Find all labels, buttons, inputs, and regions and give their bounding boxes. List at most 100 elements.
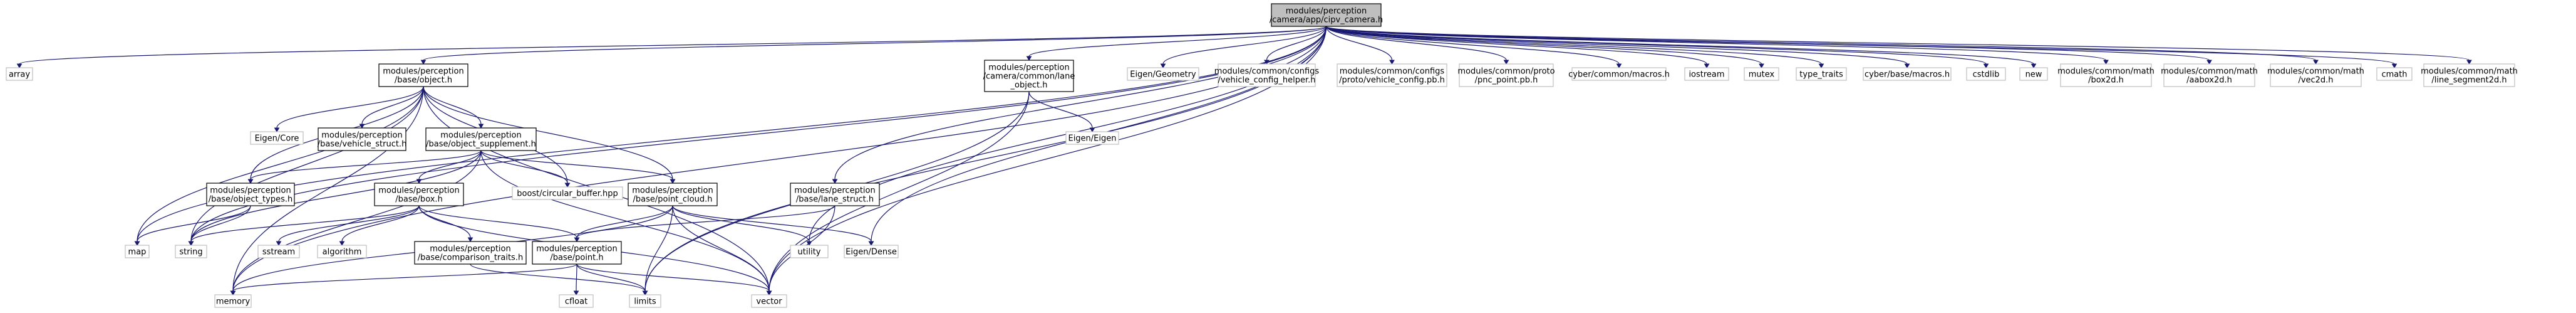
node-label: /base/box.h [395, 195, 443, 204]
node-label: /box2d.h [2088, 76, 2124, 85]
node-label: _object.h [1010, 81, 1048, 90]
edge-line [1325, 26, 1987, 65]
node-lane-object[interactable]: modules/perception/camera/common/lane_ob… [983, 60, 1075, 92]
node-label: Eigen/Geometry [1130, 70, 1196, 80]
node-box2d: modules/common/math/box2d.h [2057, 63, 2154, 87]
node-box [6, 67, 33, 81]
edge-object_types-to-map [134, 205, 251, 246]
node-label: cmath [2381, 70, 2407, 80]
node-object-types[interactable]: modules/perception/base/object_types.h [206, 183, 295, 206]
arrowhead-icon [274, 127, 280, 132]
node-limits: limits [629, 294, 661, 308]
node-label: modules/perception [210, 186, 291, 196]
edge-root-to-lane_struct [832, 26, 1327, 184]
node-algorithm: algorithm [317, 245, 367, 258]
node-label: /base/object_types.h [209, 195, 293, 204]
node-object-supplement[interactable]: modules/perception/base/object_supplemen… [425, 127, 537, 151]
node-label: new [2025, 70, 2042, 80]
edge-root-to-aabox2d [1325, 26, 2212, 65]
node-box [378, 63, 468, 87]
edge-line [1325, 26, 1507, 61]
node-point-cloud[interactable]: modules/perception/base/point_cloud.h [628, 183, 718, 206]
node-lane-struct[interactable]: modules/perception/base/lane_struct.h [790, 183, 880, 206]
node-point[interactable]: modules/perception/base/point.h [532, 241, 622, 265]
node-vehicle-config-pb: modules/common/configs/proto/vehicle_con… [1337, 63, 1447, 87]
node-label: modules/common/math [2267, 67, 2364, 77]
node-label: string [179, 248, 202, 257]
node-new: new [2019, 67, 2048, 81]
node-box [1796, 67, 1847, 81]
node-utility: utility [790, 245, 829, 258]
edge-line [137, 86, 424, 242]
edge-root-to-vehicle_config_pb [1325, 26, 1395, 65]
node-label: algorithm [323, 248, 362, 257]
node-label: modules/perception [988, 63, 1069, 73]
edge-point_cloud-to-eigen_dense [672, 205, 874, 246]
edge-lane_object-to-vector [766, 91, 1030, 295]
node-box [628, 183, 718, 206]
node-box [532, 241, 622, 265]
node-label: /base/vehicle_struct.h [318, 140, 407, 149]
node-pnc-point-pb: modules/common/proto/pnc_point.pb.h [1457, 63, 1555, 87]
node-label: modules/common/configs [1214, 67, 1320, 77]
node-vehicle-struct[interactable]: modules/perception/base/vehicle_struct.h [318, 127, 407, 151]
node-label: /camera/app/cipv_camera.h [1270, 16, 1383, 25]
node-box[interactable]: modules/perception/base/box.h [374, 183, 464, 206]
edge-object_supplement-to-boost_circular [480, 150, 571, 188]
node-label: /base/point.h [550, 253, 603, 263]
edge-root-to-array [16, 26, 1327, 68]
arrowhead-icon [832, 179, 838, 184]
node-label: /vec2d.h [2298, 76, 2333, 85]
arrowhead-icon [1704, 63, 1710, 68]
arrowhead-icon [1026, 56, 1032, 61]
edge-line [190, 86, 424, 242]
arrowhead-icon [467, 237, 473, 242]
arrowhead-icon [188, 241, 194, 246]
arrowhead-icon [1089, 127, 1095, 132]
node-boost-circular: boost/circular_buffer.hpp [512, 186, 623, 200]
node-label: /aabox2d.h [2186, 76, 2232, 85]
node-label: memory [216, 297, 251, 307]
arrowhead-icon [1616, 63, 1622, 68]
node-vector: vector [751, 294, 787, 308]
arrowhead-icon [276, 241, 282, 246]
node-box [1218, 63, 1316, 87]
edge-line [232, 263, 577, 292]
node-label: cyber/common/macros.h [1568, 70, 1670, 80]
edge-line [137, 26, 1327, 242]
edge-line [576, 263, 646, 292]
node-label: modules/common/configs [1340, 67, 1445, 77]
edge-root-to-object [420, 26, 1327, 65]
node-eigen-eigen: Eigen/Eigen [1065, 131, 1119, 145]
node-box [2423, 63, 2515, 87]
edge-root-to-cyber_base_macros [1325, 26, 1910, 68]
edge-root-to-line_segment2d [1325, 26, 2472, 65]
edge-line [19, 26, 1327, 65]
node-label: modules/perception [632, 186, 713, 196]
edge-line [1162, 26, 1327, 65]
node-label: sstream [262, 248, 295, 257]
node-box [1337, 63, 1447, 87]
arrowhead-icon [230, 290, 236, 295]
arrowhead-icon [134, 241, 140, 246]
arrowhead-icon [2206, 60, 2212, 65]
edge-line [1325, 26, 2395, 65]
node-object[interactable]: modules/perception/base/object.h [378, 63, 468, 87]
node-eigen-core: Eigen/Core [250, 131, 304, 145]
edge-line [1325, 26, 2034, 65]
edge-line [576, 205, 673, 238]
node-box [629, 294, 661, 308]
node-string: string [175, 245, 207, 258]
node-memory: memory [214, 294, 252, 308]
node-comparison-traits[interactable]: modules/perception/base/comparison_trait… [414, 241, 527, 265]
node-box [2376, 67, 2413, 81]
node-type-traits: type_traits [1796, 67, 1847, 81]
edge-line [232, 150, 482, 292]
edge-point-to-memory [230, 263, 577, 295]
edge-root-to-lane_object [1026, 26, 1327, 61]
edge-line [480, 150, 568, 184]
edge-line [1325, 26, 1762, 65]
arrowhead-icon [1160, 63, 1166, 68]
node-root[interactable]: modules/perception/camera/app/cipv_camer… [1270, 3, 1383, 27]
edge-point-to-vector [576, 263, 772, 295]
